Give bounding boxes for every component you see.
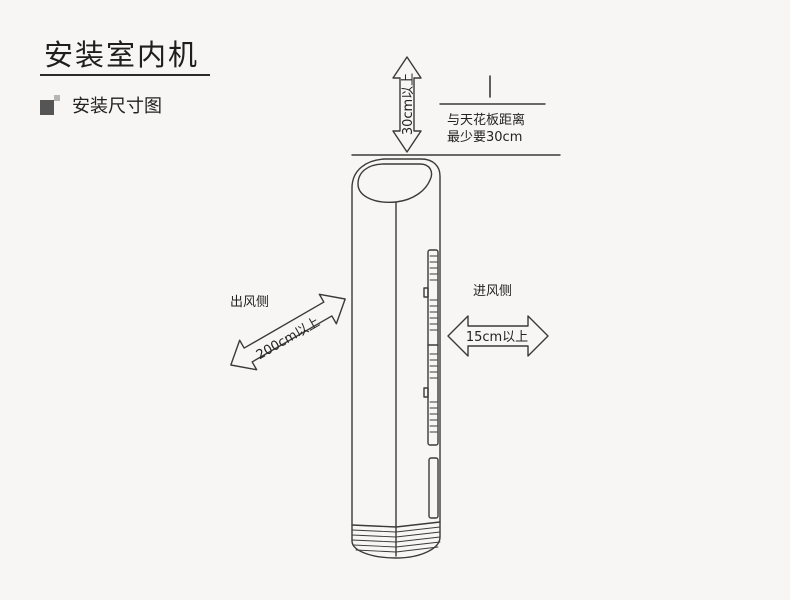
inlet-side-label: 进风侧 <box>473 284 512 299</box>
section-title: 安装尺寸图 <box>72 96 162 117</box>
page-title: 安装室内机 <box>44 38 200 72</box>
inlet-clearance-arrow <box>447 315 549 357</box>
section-marker-icon <box>40 95 60 115</box>
top-clearance-label: 30cm以上 <box>401 73 416 135</box>
ceiling-note-line2: 最少要30cm <box>447 130 522 145</box>
inlet-clearance-label: 15cm以上 <box>466 330 528 345</box>
outlet-clearance-arrow <box>230 293 346 371</box>
title-underline <box>40 74 210 76</box>
top-clearance-arrow <box>392 56 422 153</box>
indoor-unit <box>351 158 441 559</box>
ceiling-note-line1: 与天花板距离 <box>447 112 525 128</box>
outlet-side-label: 出风侧 <box>230 295 269 310</box>
